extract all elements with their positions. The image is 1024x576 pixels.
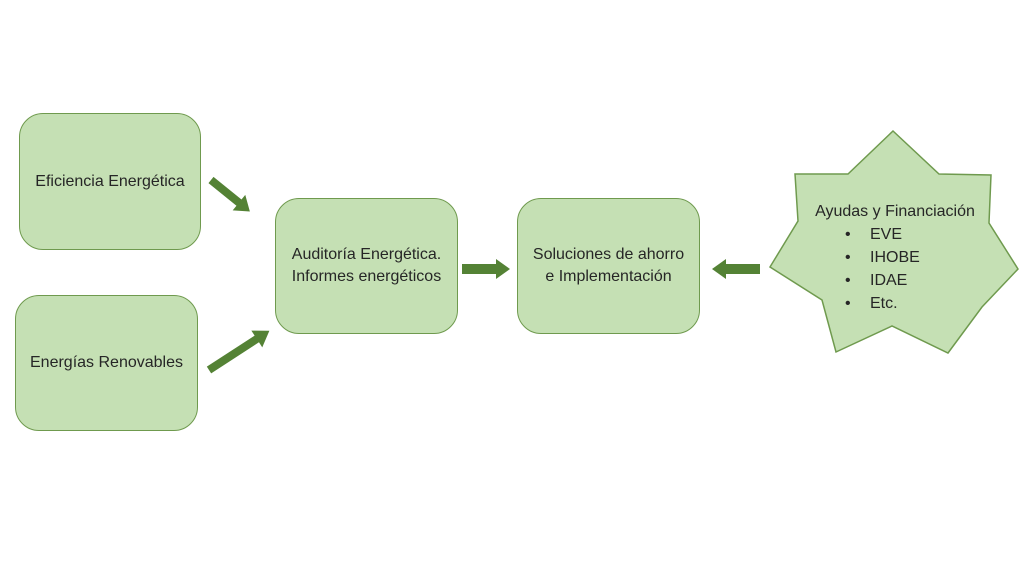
box-soluciones-line-2: e Implementación (545, 268, 672, 285)
box-auditoria-line-1: Auditoría Energética. (291, 246, 442, 263)
bullet-icon: • (845, 226, 851, 243)
funding-list-item: • Etc. (795, 292, 995, 315)
funding-item-label: IHOBE (870, 249, 920, 266)
box-eficiencia-energetica: Eficiencia Energética (19, 113, 201, 250)
funding-item-label: IDAE (870, 272, 908, 289)
funding-item-label: Etc. (870, 295, 898, 312)
arrow-ayudas-to-soluciones (712, 259, 760, 279)
funding-list-item: • EVE (795, 223, 995, 246)
box-eficiencia-label: Eficiencia Energética (35, 172, 185, 190)
arrow-renovables-to-auditoria (206, 330, 270, 374)
box-energias-renovables: Energías Renovables (15, 295, 198, 431)
funding-item-label: EVE (870, 226, 903, 243)
funding-list-item: • IDAE (795, 269, 995, 292)
bullet-icon: • (845, 295, 851, 312)
funding-star-shape (768, 129, 1019, 354)
funding-star-text: Ayudas y Financiación • EVE • IHOBE • ID… (795, 200, 995, 315)
bullet-icon: • (845, 272, 851, 289)
box-soluciones-ahorro: Soluciones de ahorro e Implementación (517, 198, 700, 334)
arrow-eficiencia-to-auditoria (208, 176, 250, 212)
funding-star-title: Ayudas y Financiación (815, 203, 975, 220)
box-auditoria-energetica: Auditoría Energética. Informes energétic… (275, 198, 458, 334)
arrow-auditoria-to-soluciones (462, 259, 510, 279)
box-soluciones-line-1: Soluciones de ahorro (532, 246, 685, 263)
funding-list-item: • IHOBE (795, 246, 995, 269)
funding-list: • EVE • IHOBE • IDAE • Etc. (795, 223, 995, 315)
box-renovables-label: Energías Renovables (30, 354, 183, 371)
bullet-icon: • (845, 249, 851, 266)
box-auditoria-line-2: Informes energéticos (291, 268, 442, 285)
